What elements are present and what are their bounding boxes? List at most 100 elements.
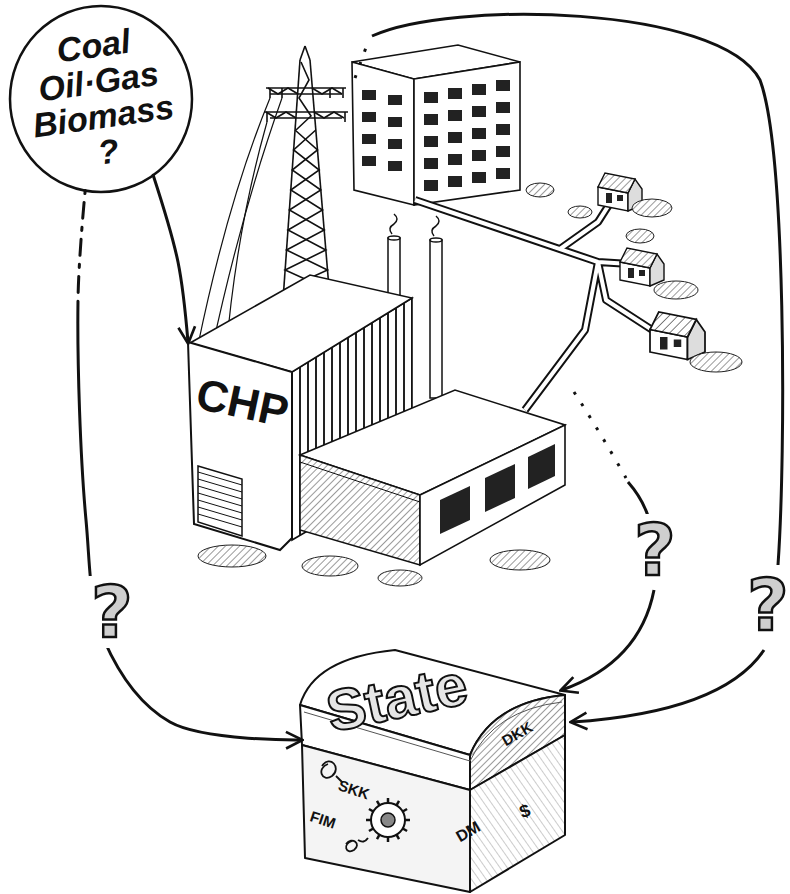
flow-arrows bbox=[628, 482, 648, 516]
apartment-block bbox=[388, 161, 402, 171]
gear-tooth bbox=[403, 809, 407, 812]
chimneys bbox=[390, 214, 397, 234]
building-face bbox=[188, 342, 292, 550]
apartment-block bbox=[388, 95, 402, 105]
power-pylon bbox=[305, 46, 310, 60]
gear-tooth bbox=[369, 829, 373, 832]
gear-tooth bbox=[405, 819, 410, 822]
houses bbox=[620, 248, 664, 286]
power-station bbox=[300, 455, 420, 565]
power-station bbox=[420, 425, 565, 565]
houses bbox=[598, 173, 705, 360]
apartment-block bbox=[362, 156, 376, 166]
chimneys bbox=[432, 216, 439, 236]
bushes bbox=[654, 281, 698, 299]
door-slat bbox=[198, 500, 242, 513]
apartment-block bbox=[414, 62, 520, 205]
apartment-block bbox=[472, 84, 486, 95]
flow-arrows bbox=[355, 14, 783, 722]
apartment-block bbox=[424, 114, 438, 125]
chest-side bbox=[470, 735, 565, 892]
bushes bbox=[568, 206, 592, 218]
chimneys bbox=[430, 238, 442, 242]
bushes bbox=[690, 352, 742, 372]
chimneys bbox=[388, 236, 400, 240]
heating-pipes bbox=[415, 200, 660, 410]
apartment-block bbox=[352, 62, 414, 205]
chest-emblem bbox=[381, 813, 395, 827]
state-chest: StateDKKSKKFIMDM$ bbox=[296, 640, 571, 894]
apartment-block bbox=[496, 102, 510, 113]
bushes bbox=[526, 183, 554, 197]
apartment-block bbox=[472, 172, 486, 183]
apartment-block bbox=[496, 124, 510, 135]
gear-tooth bbox=[369, 809, 373, 812]
gear-tooth bbox=[366, 819, 371, 822]
houses bbox=[650, 312, 705, 360]
edge-label: ? bbox=[88, 576, 136, 648]
power-pylon bbox=[310, 60, 330, 300]
apartment-block bbox=[388, 117, 402, 127]
bushes bbox=[490, 550, 550, 570]
power-station bbox=[440, 486, 470, 534]
door-slat bbox=[198, 507, 242, 520]
door-slat bbox=[198, 514, 242, 527]
garage-door bbox=[198, 466, 242, 536]
apartment-block bbox=[388, 139, 402, 149]
bushes bbox=[378, 570, 422, 586]
apartment-block bbox=[448, 88, 462, 99]
door-slat bbox=[198, 479, 242, 492]
apartment-block bbox=[472, 128, 486, 139]
flow-arrows bbox=[572, 650, 764, 722]
bushes bbox=[632, 199, 672, 217]
apartment-block bbox=[424, 158, 438, 169]
gear-tooth bbox=[403, 829, 407, 832]
apartment-block bbox=[424, 136, 438, 147]
flow-arrows bbox=[574, 392, 626, 478]
power-pylon bbox=[285, 130, 329, 290]
apartment-block bbox=[424, 92, 438, 103]
power-pylon bbox=[264, 46, 348, 300]
chimneys bbox=[388, 238, 400, 296]
fuel-list: Coal Oil·Gas Biomass ? bbox=[17, 18, 185, 180]
apartment-block bbox=[496, 146, 510, 157]
apartment-block bbox=[352, 45, 520, 205]
heating-pipes bbox=[415, 200, 660, 410]
apartment-block bbox=[424, 180, 438, 191]
gear-tooth bbox=[387, 837, 390, 842]
apartment-block bbox=[362, 80, 510, 191]
apartment-block bbox=[448, 176, 462, 187]
power-pylon bbox=[314, 112, 344, 118]
apartment-block bbox=[448, 154, 462, 165]
apartment-block bbox=[448, 110, 462, 121]
question-mark: ? bbox=[744, 569, 790, 641]
flow-arrows bbox=[372, 14, 783, 565]
apartment-block bbox=[362, 90, 376, 100]
apartment-block bbox=[496, 168, 510, 179]
apartment-block bbox=[362, 112, 376, 122]
pointer-arrow bbox=[153, 175, 188, 342]
flow-arrow bbox=[78, 191, 301, 740]
flow-arrows bbox=[355, 42, 368, 78]
chest-front bbox=[302, 745, 470, 892]
bushes bbox=[302, 556, 358, 576]
power-pylon bbox=[296, 62, 311, 130]
apartment-block bbox=[472, 150, 486, 161]
flow-arrows bbox=[562, 590, 654, 690]
apartment-block bbox=[496, 80, 510, 91]
door-slat bbox=[198, 486, 242, 499]
chest-emblem bbox=[371, 803, 405, 837]
apartment-block bbox=[448, 132, 462, 143]
currency-swirl bbox=[346, 838, 368, 851]
power-station bbox=[300, 462, 420, 502]
bushes bbox=[198, 545, 266, 567]
currency-swirl bbox=[321, 761, 342, 782]
question-mark: ? bbox=[631, 514, 679, 586]
power-pylon bbox=[267, 88, 345, 122]
chp-plant: CHP bbox=[186, 338, 294, 552]
gear-tooth bbox=[397, 801, 400, 805]
power-pylon bbox=[270, 93, 342, 95]
apartment-block bbox=[472, 106, 486, 117]
bubble-outline bbox=[10, 6, 192, 192]
